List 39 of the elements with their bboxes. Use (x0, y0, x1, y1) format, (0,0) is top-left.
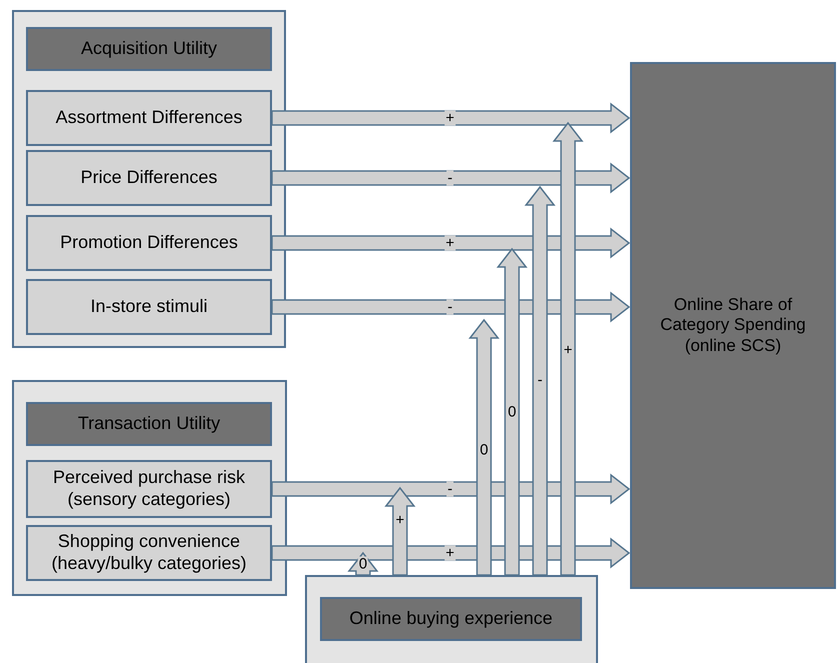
box-label: Price Differences (80, 167, 218, 189)
block-arrow (271, 102, 630, 134)
group-panel (12, 380, 287, 596)
edge-label: - (446, 170, 454, 186)
box-label: Online Share of Category Spending (online SCS) (659, 294, 807, 356)
edge-label: + (444, 546, 456, 560)
block-arrow (384, 486, 416, 576)
edge-label: 0 (358, 556, 368, 572)
block-arrow (468, 318, 500, 576)
heading-box (26, 402, 272, 446)
heading-box (26, 27, 272, 71)
box-label: Acquisition Utility (80, 38, 218, 60)
edge-label: + (444, 236, 456, 250)
factor-box (26, 90, 272, 146)
block-arrow (496, 248, 528, 576)
heading-box (320, 597, 582, 641)
block-arrow (524, 186, 556, 576)
box-label: Perceived purchase risk (sensory categories) (52, 467, 246, 511)
edge-label: + (444, 110, 456, 126)
factor-box (26, 525, 272, 581)
box-label: Transaction Utility (78, 413, 220, 435)
edge-label: - (446, 300, 454, 314)
box-label: Online buying experience (349, 608, 553, 630)
box-label: Assortment Differences (56, 107, 242, 129)
edge-label: 0 (506, 404, 518, 420)
factor-box (26, 215, 272, 271)
factor-box (26, 150, 272, 206)
box-label: In-store stimuli (90, 296, 208, 318)
group-panel (305, 575, 598, 663)
factor-box (26, 279, 272, 335)
outcome-box (630, 62, 836, 589)
block-arrow (552, 122, 584, 576)
edge-label: - (446, 482, 454, 496)
block-arrow (271, 162, 630, 194)
edge-label: 0 (478, 442, 490, 458)
factor-box (26, 460, 272, 518)
group-panel (12, 10, 286, 348)
box-label: Promotion Differences (60, 232, 238, 254)
box-label: Shopping convenience (heavy/bulky categories) (50, 531, 248, 575)
